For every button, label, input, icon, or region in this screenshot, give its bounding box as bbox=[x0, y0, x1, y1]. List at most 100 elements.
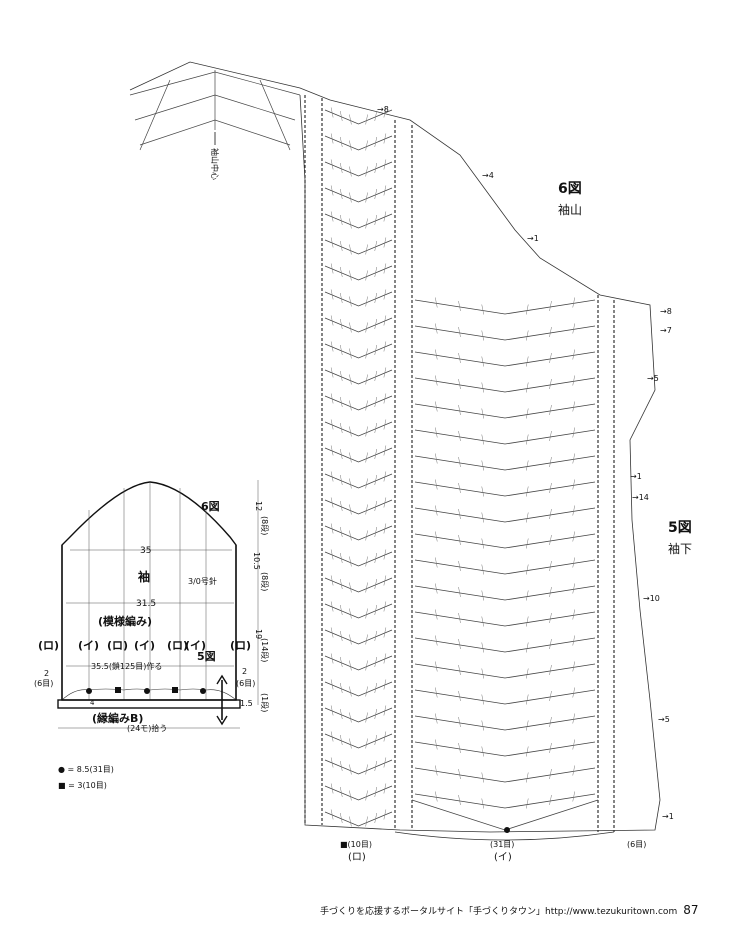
stitch-tick bbox=[340, 162, 343, 174]
sleeve-outline bbox=[61, 481, 237, 701]
stitch-tick bbox=[572, 609, 575, 620]
chevron-stitch bbox=[414, 715, 596, 731]
stitch-tick bbox=[572, 349, 575, 360]
stitch-tick bbox=[365, 790, 368, 801]
stitch-tick bbox=[481, 694, 484, 705]
stitch-tick bbox=[365, 478, 368, 489]
stitch-tick bbox=[435, 583, 438, 594]
stitch-tick bbox=[383, 263, 387, 274]
row-marker: →1 bbox=[527, 234, 539, 243]
stitch-tick bbox=[330, 679, 334, 690]
chevron-stitch bbox=[414, 741, 596, 757]
stitch-tick bbox=[526, 538, 529, 549]
stitch-tick bbox=[374, 786, 377, 798]
chevron-stitch bbox=[414, 663, 596, 679]
fig6-label: 6図 bbox=[558, 181, 582, 197]
stitch-tick bbox=[435, 791, 438, 802]
stitch-tick bbox=[374, 552, 377, 564]
chevron-stitch bbox=[324, 707, 393, 723]
chevron-stitch bbox=[414, 585, 596, 601]
stitch-tick bbox=[330, 705, 334, 716]
stitch-tick bbox=[481, 616, 484, 627]
sleeve-center-label: 袖山中心 bbox=[210, 148, 220, 180]
stitch-tick bbox=[383, 445, 387, 456]
stitch-tick bbox=[365, 322, 368, 333]
stitch-tick bbox=[365, 556, 368, 567]
stitch-tick bbox=[383, 315, 387, 326]
stitch-tick bbox=[374, 604, 377, 616]
stitch-tick bbox=[458, 482, 461, 494]
stitch-chart: 袖山中心 →8 →4 →1 →8 →7 →5 →1 →14 →10 →5 →1 … bbox=[129, 61, 692, 863]
stitch-tick bbox=[526, 590, 529, 601]
dim-left-2: 2 bbox=[44, 669, 49, 678]
stitch-tick bbox=[365, 738, 368, 749]
circle-marker bbox=[144, 688, 150, 694]
row-marker: →10 bbox=[643, 594, 660, 603]
sleeve-schematic: 35 31.5 袖 3/0号針 6図 (模様編み) (ロ) (イ) (ロ) (イ… bbox=[34, 480, 270, 790]
stitch-tick bbox=[349, 374, 352, 385]
stitch-tick bbox=[340, 812, 343, 824]
square-marker bbox=[172, 687, 178, 693]
row-label: (ロ) bbox=[230, 639, 251, 652]
stitch-tick bbox=[526, 798, 529, 809]
stitch-tick bbox=[572, 297, 575, 308]
stitch-tick bbox=[340, 188, 343, 200]
stitch-tick bbox=[458, 612, 461, 624]
stitch-tick bbox=[330, 107, 334, 118]
stitch-tick bbox=[349, 556, 352, 567]
stitch-tick bbox=[572, 453, 575, 464]
stitch-tick bbox=[374, 214, 377, 226]
stitch-tick bbox=[549, 768, 552, 780]
chevron-stitch bbox=[324, 343, 393, 359]
dim-19: 19 bbox=[254, 629, 263, 639]
stitch-tick bbox=[349, 660, 352, 671]
chevron-stitch bbox=[414, 429, 596, 445]
stitch-tick bbox=[330, 601, 334, 612]
stitch-tick bbox=[549, 326, 552, 338]
row-marker: →1 bbox=[630, 472, 642, 481]
chevron-stitch bbox=[414, 403, 596, 419]
row-marker: →7 bbox=[660, 326, 672, 335]
stitch-tick bbox=[340, 396, 343, 408]
stitch-tick bbox=[458, 560, 461, 572]
stitch-tick bbox=[383, 653, 387, 664]
fig5-label: 5図 bbox=[668, 520, 692, 536]
stitch-tick bbox=[481, 798, 484, 809]
stitch-tick bbox=[330, 757, 334, 768]
stitch-tick bbox=[458, 586, 461, 598]
stitch-tick bbox=[349, 634, 352, 645]
stitch-tick bbox=[349, 296, 352, 307]
stitch-tick bbox=[383, 627, 387, 638]
stitch-tick bbox=[330, 185, 334, 196]
stitch-tick bbox=[458, 664, 461, 676]
stitch-tick bbox=[374, 734, 377, 746]
stitch-tick bbox=[383, 185, 387, 196]
stitch-tick bbox=[435, 687, 438, 698]
stitch-tick bbox=[572, 505, 575, 516]
chevron-stitch bbox=[324, 239, 393, 255]
stitch-tick bbox=[365, 114, 368, 125]
stitch-tick bbox=[481, 356, 484, 367]
stitch-tick bbox=[349, 244, 352, 255]
chevron-stitch bbox=[324, 525, 393, 541]
stitch-tick bbox=[330, 367, 334, 378]
stitch-tick bbox=[349, 270, 352, 281]
stitch-tick bbox=[365, 296, 368, 307]
stitch-tick bbox=[549, 612, 552, 624]
chevron-stitch bbox=[324, 681, 393, 697]
stitch-tick bbox=[435, 739, 438, 750]
chevron-stitch bbox=[324, 473, 393, 489]
bottom-i-count: (31目) bbox=[490, 840, 514, 849]
row-marker: →5 bbox=[647, 374, 659, 383]
stitch-tick bbox=[330, 445, 334, 456]
stitch-tick bbox=[458, 378, 461, 390]
width-35: 35 bbox=[140, 546, 151, 556]
chevron-stitch bbox=[324, 577, 393, 593]
stitch-tick bbox=[340, 708, 343, 720]
stitch-tick bbox=[526, 486, 529, 497]
stitch-tick bbox=[481, 564, 484, 575]
row-marker: →14 bbox=[632, 493, 649, 502]
stitch-tick bbox=[458, 794, 461, 806]
stitch-tick bbox=[374, 240, 377, 252]
stitch-tick bbox=[572, 739, 575, 750]
